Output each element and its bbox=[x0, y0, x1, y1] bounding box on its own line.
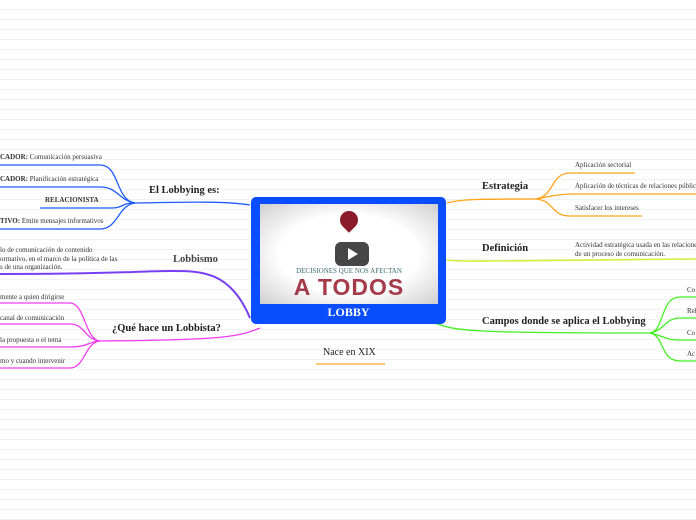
subtopic-item[interactable]: Satisfacer los intereses bbox=[575, 204, 639, 212]
subtopic-item[interactable]: Co bbox=[687, 286, 696, 294]
video-thumbnail[interactable]: DECISIONES QUE NOS AFECTAN A TODOS bbox=[260, 204, 438, 304]
topic-nace-en-xix[interactable]: Nace en XIX bbox=[323, 347, 376, 358]
item-bold: CADOR: bbox=[0, 153, 28, 161]
central-topic-lobby[interactable]: DECISIONES QUE NOS AFECTAN A TODOS LOBBY bbox=[251, 197, 446, 324]
topic-definicion[interactable]: Definición bbox=[482, 243, 529, 254]
subtopic-item[interactable]: Aplicación de técnicas de relaciones púb… bbox=[575, 182, 696, 190]
subtopic-item[interactable]: Aplicación sectorial bbox=[575, 161, 632, 169]
subtopic-item[interactable]: TIVO: Emite mensajes informativos bbox=[0, 217, 104, 225]
topic-campos[interactable]: Campos donde se aplica el Lobbying bbox=[482, 316, 646, 327]
lobbismo-text[interactable]: lo de comunicación de contenido ormativo… bbox=[0, 246, 117, 272]
subtopic-item[interactable]: Ac bbox=[687, 350, 696, 358]
location-pin-icon bbox=[336, 207, 362, 233]
topic-que-hace-un-lobbista[interactable]: ¿Qué hace un Lobbista? bbox=[112, 323, 221, 334]
play-button-icon[interactable] bbox=[335, 242, 369, 266]
item-bold: TIVO: bbox=[0, 217, 21, 225]
topic-lobbismo[interactable]: Lobbismo bbox=[173, 254, 218, 265]
text-line: ormativo, en el marco de la política de … bbox=[0, 254, 118, 263]
definicion-text[interactable]: Actividad estratégica usada en las relac… bbox=[575, 241, 696, 258]
text-line: lo de comunicación de contenido bbox=[0, 246, 93, 254]
subtopic-item[interactable]: mente a quien dirigirse bbox=[0, 293, 65, 301]
topic-estrategia[interactable]: Estrategia bbox=[482, 181, 529, 192]
subtopic-item[interactable]: la propuesta o el tema bbox=[0, 336, 62, 344]
topic-el-lobbying-es[interactable]: El Lobbying es: bbox=[149, 185, 220, 196]
subtopic-item[interactable]: CADOR: Planificación estratégica bbox=[0, 175, 98, 183]
subtopic-item[interactable]: Co bbox=[687, 329, 696, 337]
text-line: Actividad estratégica usada en las relac… bbox=[575, 241, 696, 249]
item-bold: CADOR: bbox=[0, 175, 28, 183]
subtopic-item[interactable]: mo y cuando intervenir bbox=[0, 357, 66, 365]
subtopic-item[interactable]: canal de comunicación bbox=[0, 314, 65, 322]
subtopic-item[interactable]: Rel bbox=[687, 307, 696, 315]
subtopic-item[interactable]: RELACIONISTA bbox=[45, 196, 99, 204]
central-topic-title: LOBBY bbox=[327, 305, 370, 319]
text-line: s de una organización. bbox=[0, 263, 63, 271]
video-tagline: DECISIONES QUE NOS AFECTAN bbox=[296, 267, 402, 275]
item-text: Planificación estratégica bbox=[28, 175, 99, 183]
item-text: Emite mensajes informativos bbox=[20, 217, 104, 225]
subtopic-item[interactable]: CADOR: Comunicación persuasiva bbox=[0, 153, 102, 161]
text-line: de un proceso de comunicación. bbox=[575, 249, 665, 258]
item-text: Comunicación persuasiva bbox=[28, 153, 102, 161]
item-bold: RELACIONISTA bbox=[45, 196, 99, 204]
video-headline: A TODOS bbox=[293, 274, 405, 300]
